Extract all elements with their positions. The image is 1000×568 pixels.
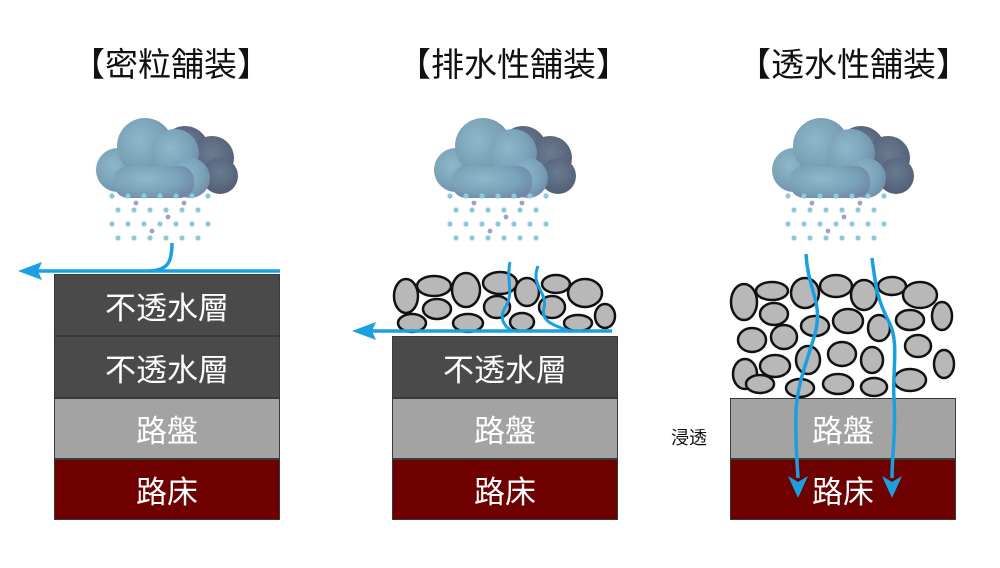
rain-cloud-icon (434, 118, 576, 241)
dense-subgrade-layer: 路床 (54, 459, 280, 520)
permeable-pavement-title: 【透水性舗装】 (738, 45, 969, 84)
rain-cloud-icon (96, 118, 238, 241)
drainage-pavement-title: 【排水性舗装】 (398, 45, 629, 84)
rain-cloud-icon (772, 118, 914, 241)
infiltration-label: 浸透 (671, 428, 707, 449)
dense-base-layer: 路盤 (54, 398, 280, 459)
drainage-subgrade-layer: 路床 (392, 459, 618, 520)
porous-stone-icon (729, 273, 956, 399)
permeable-base-layer: 路盤 (730, 398, 956, 459)
dense-impermeable-layer-1: 不透水層 (54, 274, 280, 336)
water-flow-arrow-icon (30, 242, 174, 273)
dense-pavement-title: 【密粒舗装】 (72, 45, 270, 84)
permeable-subgrade-layer: 路床 (730, 459, 956, 520)
drainage-base-layer: 路盤 (392, 398, 618, 459)
dense-impermeable-layer-2: 不透水層 (54, 336, 280, 398)
drainage-impermeable-layer: 不透水層 (392, 336, 618, 398)
